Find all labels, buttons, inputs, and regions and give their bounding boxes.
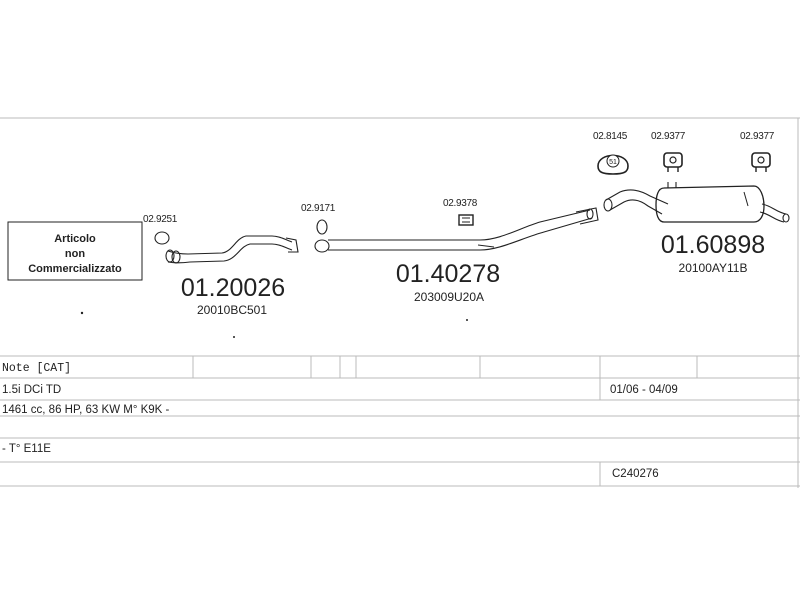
part-oem-20100AY11B: 20100AY11B	[679, 261, 748, 275]
table-ref: C240276	[612, 468, 659, 480]
mount-badge-number: 51	[609, 159, 617, 166]
table-note: Note [CAT]	[2, 362, 71, 375]
hanger-clamp-icon	[663, 152, 683, 172]
accessory-label-02-9378: 02.9378	[443, 198, 478, 209]
hanger-clamp-icon	[751, 152, 771, 172]
not-commercial-line1: Articolo	[54, 233, 96, 245]
accessory-label-02-8145: 02.8145	[593, 131, 628, 142]
gasket-ring-icon	[154, 231, 170, 245]
accessory-label-02-9377-a: 02.9377	[651, 131, 686, 142]
part-front-pipe[interactable]: 02.9251 01.20026 20010BC501	[143, 214, 299, 338]
accessory-label-02-9251: 02.9251	[143, 214, 178, 225]
not-commercial-box: Articolo non Commercializzato	[7, 221, 143, 281]
pipe-flange-icon	[314, 239, 330, 253]
info-table: Note [CAT] 1.5i DCi TD 01/06 - 04/09 146…	[0, 355, 800, 487]
pipe-flange-icon	[603, 198, 613, 212]
part-code-01-20026: 01.20026	[181, 274, 285, 302]
dot-marker	[80, 311, 84, 315]
part-code-01-40278: 01.40278	[396, 260, 500, 288]
not-commercial-line3: Commercializzato	[28, 263, 122, 275]
gasket-ring-icon	[316, 219, 328, 235]
not-commercial-line2: non	[65, 248, 85, 260]
rubber-hanger-icon	[458, 214, 474, 226]
part-rear-silencer[interactable]: 02.8145 51 02.9377 02.9377	[593, 131, 790, 275]
table-engine: 1.5i DCi TD	[2, 384, 61, 396]
table-specs: 1461 cc, 86 HP, 63 KW M° K9K -	[2, 404, 170, 416]
part-middle-pipe[interactable]: 02.9171 02.9378 01.40278 203009U20A	[301, 198, 599, 321]
table-date-range: 01/06 - 04/09	[610, 384, 678, 396]
accessory-label-02-9377-b: 02.9377	[740, 131, 775, 142]
table-type: - T° E11E	[2, 443, 51, 455]
part-oem-20010BC501: 20010BC501	[197, 303, 267, 317]
part-code-01-60898: 01.60898	[661, 231, 765, 259]
part-oem-203009U20A: 203009U20A	[414, 290, 484, 304]
pipe-flange-icon	[165, 249, 175, 263]
silencer-body	[655, 185, 765, 223]
rubber-mount-icon: 51	[597, 154, 629, 175]
accessory-label-02-9171: 02.9171	[301, 203, 336, 214]
